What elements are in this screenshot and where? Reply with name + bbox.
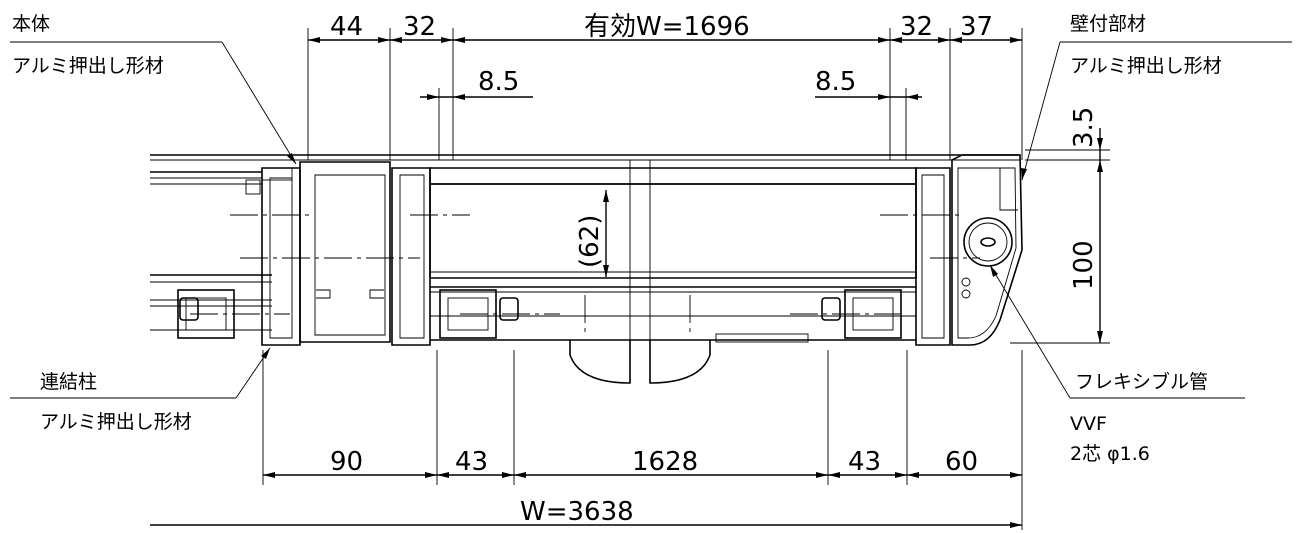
dim-overall-width: W=3638 <box>520 497 634 527</box>
leader-connecting-post <box>10 347 271 399</box>
label-wall-member-material: アルミ押出し形材 <box>1070 55 1222 77</box>
label-cable-type: VVF <box>1070 413 1107 435</box>
label-wall-member-title: 壁付部材 <box>1070 13 1146 35</box>
dim-top-32-right: 32 <box>900 12 933 42</box>
label-flexible-tube: フレキシブル管 <box>1075 370 1208 393</box>
dim-top-37: 37 <box>960 12 993 42</box>
dim-bottom-43-right: 43 <box>848 447 881 477</box>
inner-dimension-62 <box>603 190 609 277</box>
leader-flexible-tube <box>989 264 1245 399</box>
dim-top-32-left: 32 <box>403 12 436 42</box>
label-connecting-post-material: アルミ押出し形材 <box>40 411 192 433</box>
dim-bottom-43-left: 43 <box>455 447 488 477</box>
dim-bottom-60: 60 <box>945 447 978 477</box>
bottom-dimension-chain <box>150 350 1023 530</box>
dim-right-3-5: 3.5 <box>1069 107 1099 148</box>
dim-right-100: 100 <box>1069 240 1099 290</box>
top-dimension-chain <box>307 28 1023 160</box>
dim-bottom-1628: 1628 <box>632 447 698 477</box>
gap-dimension-lines <box>420 88 922 160</box>
dim-gap-8-5-left: 8.5 <box>478 67 519 97</box>
label-connecting-post-title: 連結柱 <box>40 371 97 393</box>
section-body <box>150 154 1023 384</box>
label-body-material: アルミ押出し形材 <box>12 55 164 77</box>
leader-wall-member <box>1021 41 1292 181</box>
dim-bottom-90: 90 <box>330 447 363 477</box>
leader-body <box>10 41 297 165</box>
right-dimension-lines <box>1010 128 1110 344</box>
label-body-title: 本体 <box>12 13 50 35</box>
dim-inner-62: (62) <box>575 215 605 268</box>
dim-effective-width: 有効W=1696 <box>584 12 750 42</box>
label-cable-spec: 2芯 φ1.6 <box>1070 443 1150 465</box>
centerlines <box>190 214 980 335</box>
dim-gap-8-5-right: 8.5 <box>815 67 856 97</box>
dim-top-44: 44 <box>330 12 363 42</box>
